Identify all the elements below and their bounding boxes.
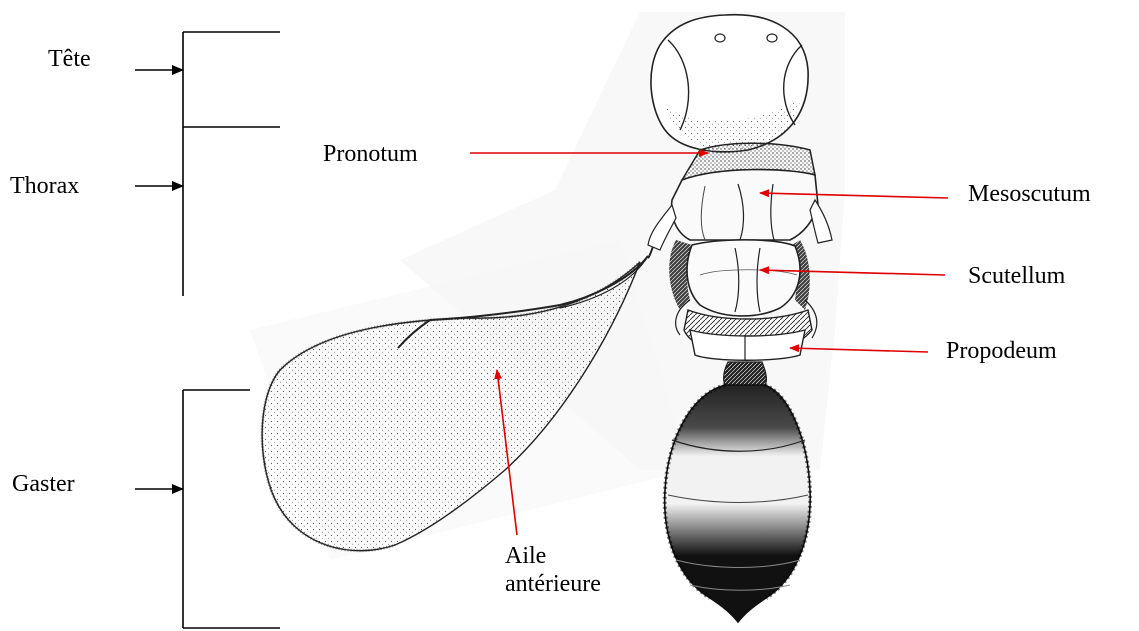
gaster: [665, 385, 810, 622]
label-scutellum: Scutellum: [968, 262, 1065, 290]
head: [651, 15, 808, 152]
label-gaster: Gaster: [12, 470, 75, 498]
label-thorax: Thorax: [10, 172, 79, 200]
label-head: Tête: [48, 45, 91, 73]
label-mesoscutum: Mesoscutum: [968, 180, 1091, 208]
label-forewing: Aile antérieure: [505, 542, 601, 598]
petiole: [724, 362, 767, 385]
label-propodeum: Propodeum: [946, 337, 1057, 365]
label-pronotum: Pronotum: [323, 140, 418, 168]
segment-arrows: [135, 70, 183, 489]
bracket-head: [183, 32, 280, 127]
scutellum: [687, 240, 800, 316]
